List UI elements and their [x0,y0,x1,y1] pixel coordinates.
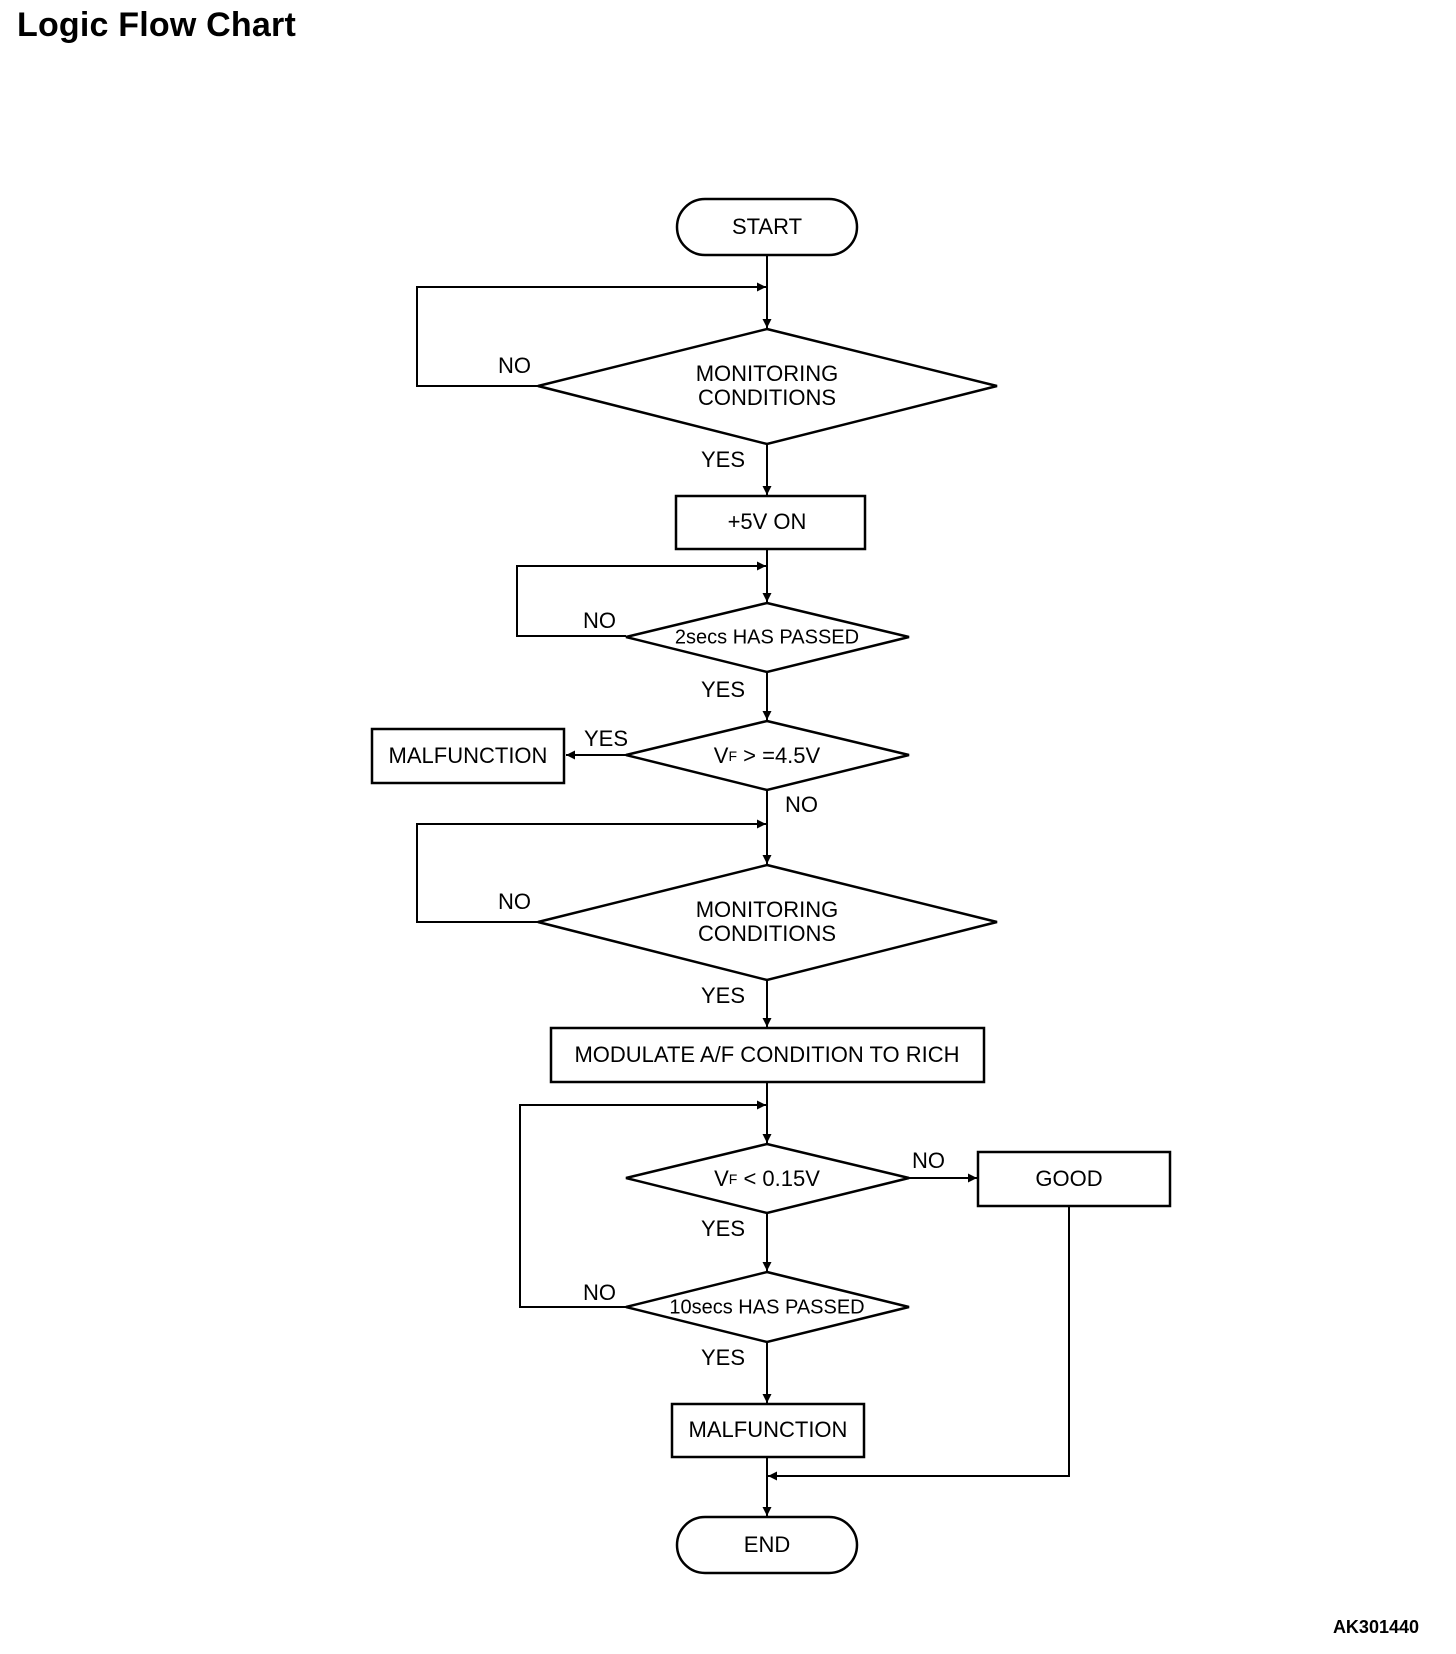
decision-monitoring-conditions-2: MONITORING CONDITIONS [537,863,998,982]
edge-2secs-no-loop [516,561,766,637]
page-title: Logic Flow Chart [17,6,296,44]
monitoring-2-line1: MONITORING [696,897,839,922]
label-10secs-no: NO [583,1280,616,1305]
decision-2secs-has-passed: 2secs HAS PASSED [625,601,910,674]
decision-vf-low: VF < 0.15V [625,1142,910,1215]
end-node: END [675,1515,859,1575]
malfunction-1-label: MALFUNCTION [389,743,548,768]
label-mon2-yes: YES [701,983,745,1008]
malfunction-2-label: MALFUNCTION [689,1417,848,1442]
edge-good-end [768,1206,1070,1481]
label-2secs-yes: YES [701,677,745,702]
process-modulate-af: MODULATE A/F CONDITION TO RICH [549,1026,986,1084]
process-malfunction-2: MALFUNCTION [670,1402,866,1459]
process-malfunction-1: MALFUNCTION [370,727,566,785]
monitoring-2-line2: CONDITIONS [698,921,836,946]
vf-high-label: VF > =4.5V [714,743,821,768]
label-vfl-no: NO [912,1148,945,1173]
label-mon1-yes: YES [701,447,745,472]
label-vfh-no: NO [785,792,818,817]
start-label: START [732,214,802,239]
decision-10secs-has-passed: 10secs HAS PASSED [625,1270,910,1344]
end-label: END [744,1532,790,1557]
label-vfh-yes: YES [584,726,628,751]
start-node: START [675,197,859,257]
vf-low-label: VF < 0.15V [714,1166,820,1191]
label-mon1-no: NO [498,353,531,378]
good-label: GOOD [1035,1166,1102,1191]
label-2secs-no: NO [583,608,616,633]
edge-mon1-no-loop [416,282,766,387]
monitoring-1-line1: MONITORING [696,361,839,386]
decision-monitoring-conditions-1: MONITORING CONDITIONS [537,327,998,446]
label-mon2-no: NO [498,889,531,914]
label-10secs-yes: YES [701,1345,745,1370]
edge-mon2-no-loop [416,819,766,923]
modulate-label: MODULATE A/F CONDITION TO RICH [574,1042,959,1067]
monitoring-1-line2: CONDITIONS [698,385,836,410]
process-5v-on: +5V ON [674,494,867,551]
figure-code: AK301440 [1332,1617,1419,1637]
10secs-label: 10secs HAS PASSED [669,1296,864,1318]
5v-on-label: +5V ON [728,509,807,534]
decision-vf-high: VF > =4.5V [625,719,910,792]
process-good: GOOD [976,1150,1172,1208]
label-vfl-yes: YES [701,1216,745,1241]
2secs-label: 2secs HAS PASSED [675,626,859,648]
edge-10secs-no-loop [519,1100,766,1308]
